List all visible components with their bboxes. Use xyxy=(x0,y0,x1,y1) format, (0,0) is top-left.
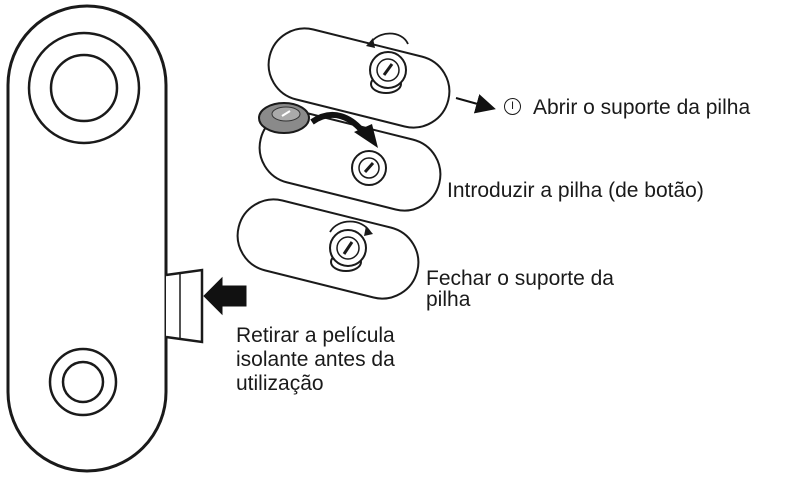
device-body xyxy=(6,4,168,473)
label-insert-battery: Introduzir a pilha (de botão) xyxy=(447,179,704,202)
label-close-line2: pilha xyxy=(426,288,471,311)
remove-film-arrow xyxy=(203,276,247,316)
label-open-holder: Abrir o suporte da pilha xyxy=(533,96,751,119)
label-remove-line2: isolante antes da xyxy=(236,348,395,371)
capsule-close xyxy=(236,198,420,300)
capsule-open xyxy=(267,27,451,129)
device-top-ring-outer xyxy=(27,31,141,145)
label-remove-film: Retirar a película isolante antes da uti… xyxy=(236,324,395,396)
device-bottom-ring-outer xyxy=(48,347,118,417)
device-top-ring-inner xyxy=(49,53,119,123)
capsule-insert xyxy=(258,102,442,212)
label-remove-line1: Retirar a película xyxy=(236,324,395,347)
label-close-holder: Fechar o suporte da pilha xyxy=(426,268,614,310)
label-remove-line3: utilização xyxy=(236,372,324,395)
device-bottom-ring-inner xyxy=(61,360,105,404)
step-open-marker: I xyxy=(504,98,521,115)
label-close-line1: Fechar o suporte da xyxy=(426,267,614,290)
insulating-film-tab xyxy=(165,268,204,344)
open-pointer-arrow xyxy=(455,94,496,114)
